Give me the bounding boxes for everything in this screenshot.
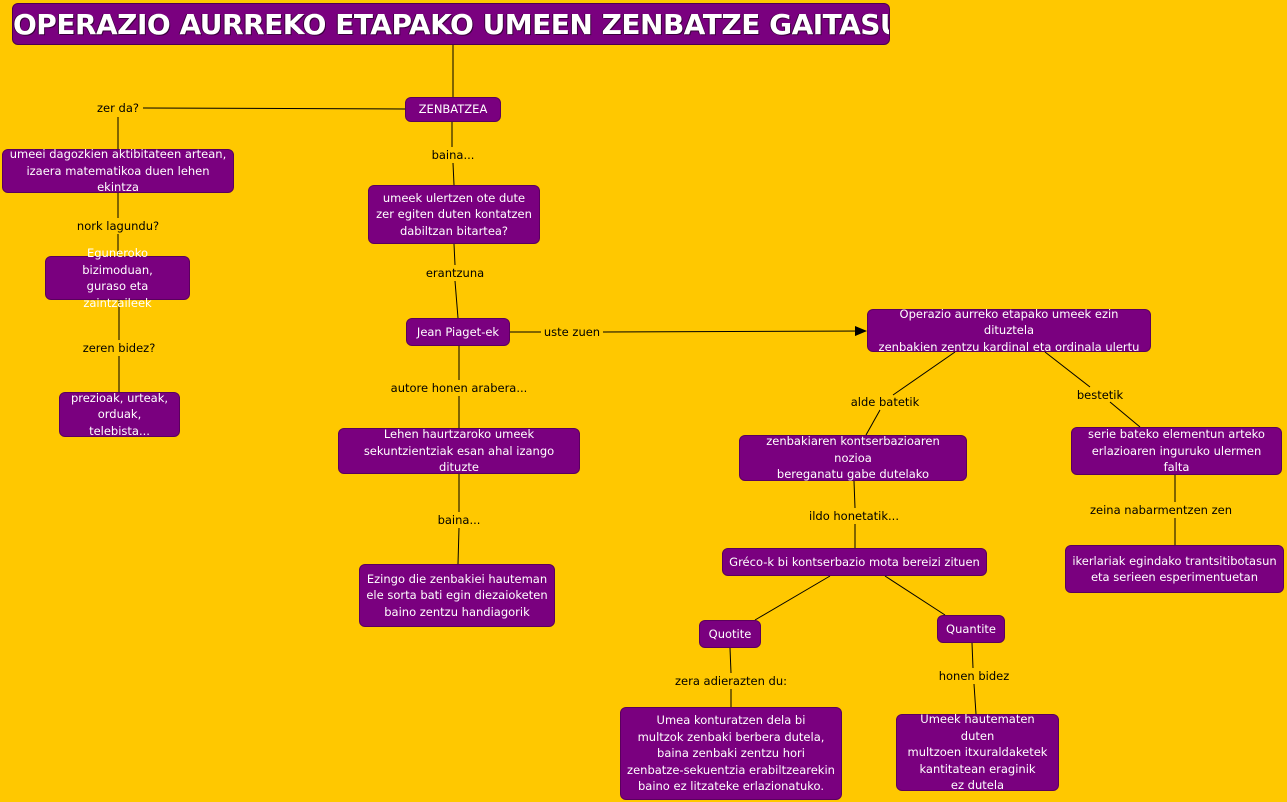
node-quantite[interactable]: Quantite <box>937 615 1005 643</box>
label-zera-adierazten: zera adierazten du: <box>675 674 787 688</box>
diagram-title: Operazio aurreko etapako umeen zenbatze … <box>12 3 890 45</box>
label-zer-da: zer da? <box>97 101 139 115</box>
node-ulertzen[interactable]: umeek ulertzen ote dute zer egiten duten… <box>368 185 540 244</box>
node-operazio[interactable]: Operazio aurreko etapako umeek ezin ditu… <box>867 307 1151 354</box>
label-nork-lagundu: nork lagundu? <box>76 219 160 233</box>
label-honen-bidez: honen bidez <box>938 669 1010 683</box>
node-prezioak[interactable]: prezioak, urteak, orduak, telebista... <box>59 391 180 438</box>
node-kontserbazio[interactable]: zenbakiaren kontserbazioaren nozioa bere… <box>739 434 967 481</box>
label-zeina: zeina nabarmentzen zen <box>1089 503 1233 517</box>
label-bestetik: bestetik <box>1076 388 1124 402</box>
node-greco[interactable]: Gréco-k bi kontserbazio mota bereizi zit… <box>722 548 987 576</box>
label-ildo-honetatik: ildo honetatik... <box>809 509 899 523</box>
label-zeren-bidez: zeren bidez? <box>82 341 156 355</box>
label-autore: autore honen arabera... <box>390 381 528 395</box>
node-lehen[interactable]: Lehen haurtzaroko umeek sekuntzientziak … <box>338 427 580 474</box>
node-quotite[interactable]: Quotite <box>699 620 761 648</box>
node-ikerlariak[interactable]: ikerlariak egindako trantsitibotasun eta… <box>1065 545 1284 593</box>
label-uste-zuen: uste zuen <box>543 325 601 339</box>
node-piaget[interactable]: Jean Piaget-ek <box>406 318 510 346</box>
label-baina-1: baina... <box>431 148 475 162</box>
node-umeek-hautematen[interactable]: Umeek hautematen duten multzoen itxurald… <box>896 712 1059 792</box>
node-eguneroko[interactable]: Eguneroko bizimoduan, guraso eta zaintza… <box>45 246 190 310</box>
node-serie[interactable]: serie bateko elementun arteko erlazioare… <box>1071 427 1282 475</box>
node-ezingo[interactable]: Ezingo die zenbakiei hauteman ele sorta … <box>359 564 555 627</box>
label-erantzuna: erantzuna <box>425 266 485 280</box>
node-umea[interactable]: Umea konturatzen dela bi multzok zenbaki… <box>620 707 842 800</box>
node-umeei[interactable]: umeei dagozkien aktibitateen artean, iza… <box>2 147 234 194</box>
node-zenbatzea[interactable]: ZENBATZEA <box>405 97 501 122</box>
label-alde-batetik: alde batetik <box>850 395 920 409</box>
label-baina-2: baina... <box>437 513 481 527</box>
